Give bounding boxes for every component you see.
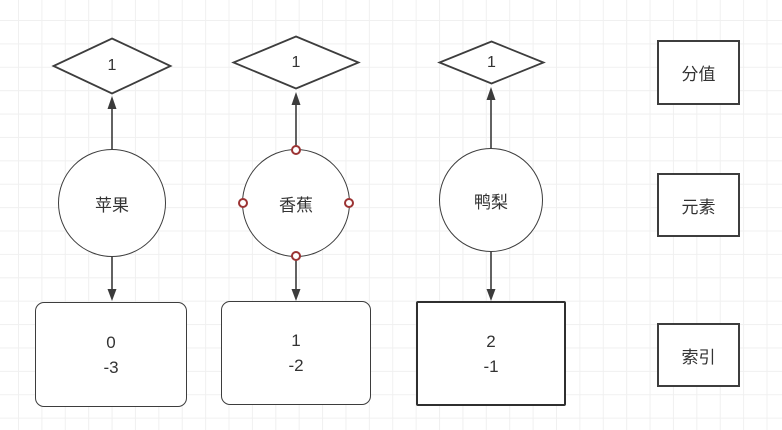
element-node-apple[interactable]: 苹果 — [58, 149, 166, 257]
connection-point-bottom-icon[interactable] — [291, 251, 301, 261]
legend-box-index[interactable]: 索引 — [657, 323, 740, 387]
index-value-apple: 0 — [106, 332, 116, 352]
index-offset-pear: -1 — [483, 356, 499, 376]
connection-point-right-icon[interactable] — [344, 198, 354, 208]
index-value-banana: 1 — [291, 331, 301, 350]
score-diamond-apple[interactable] — [51, 37, 173, 95]
edge-pear-to-index[interactable] — [486, 252, 496, 301]
legend-box-score[interactable]: 分值 — [657, 40, 740, 105]
edge-pear-to-score[interactable] — [486, 87, 496, 148]
index-value-pear: 2 — [486, 331, 496, 351]
legend-label-index: 索引 — [681, 347, 716, 367]
index-offset-apple: -3 — [103, 357, 119, 377]
index-node-pear[interactable]: 2 -1 — [416, 301, 566, 406]
element-label-apple: 苹果 — [95, 195, 129, 215]
connection-point-top-icon[interactable] — [291, 145, 301, 155]
element-label-pear: 鸭梨 — [474, 192, 508, 212]
legend-label-score: 分值 — [681, 65, 716, 84]
connection-point-left-icon[interactable] — [238, 198, 248, 208]
edge-apple-to-index[interactable] — [107, 257, 117, 301]
element-label-banana: 香蕉 — [279, 195, 313, 215]
legend-label-element: 元素 — [681, 197, 716, 217]
edge-apple-to-score[interactable] — [107, 96, 117, 149]
edge-banana-to-score[interactable] — [291, 92, 301, 150]
score-diamond-pear[interactable] — [437, 40, 546, 85]
index-offset-banana: -2 — [288, 356, 304, 375]
legend-box-element[interactable]: 元素 — [657, 173, 740, 237]
score-diamond-banana[interactable] — [231, 35, 361, 90]
index-node-banana[interactable]: 1 -2 — [221, 301, 371, 405]
edge-banana-to-index[interactable] — [291, 258, 301, 301]
element-node-pear[interactable]: 鸭梨 — [439, 148, 543, 252]
element-node-banana[interactable]: 香蕉 — [238, 145, 354, 261]
index-node-apple[interactable]: 0 -3 — [35, 302, 187, 407]
